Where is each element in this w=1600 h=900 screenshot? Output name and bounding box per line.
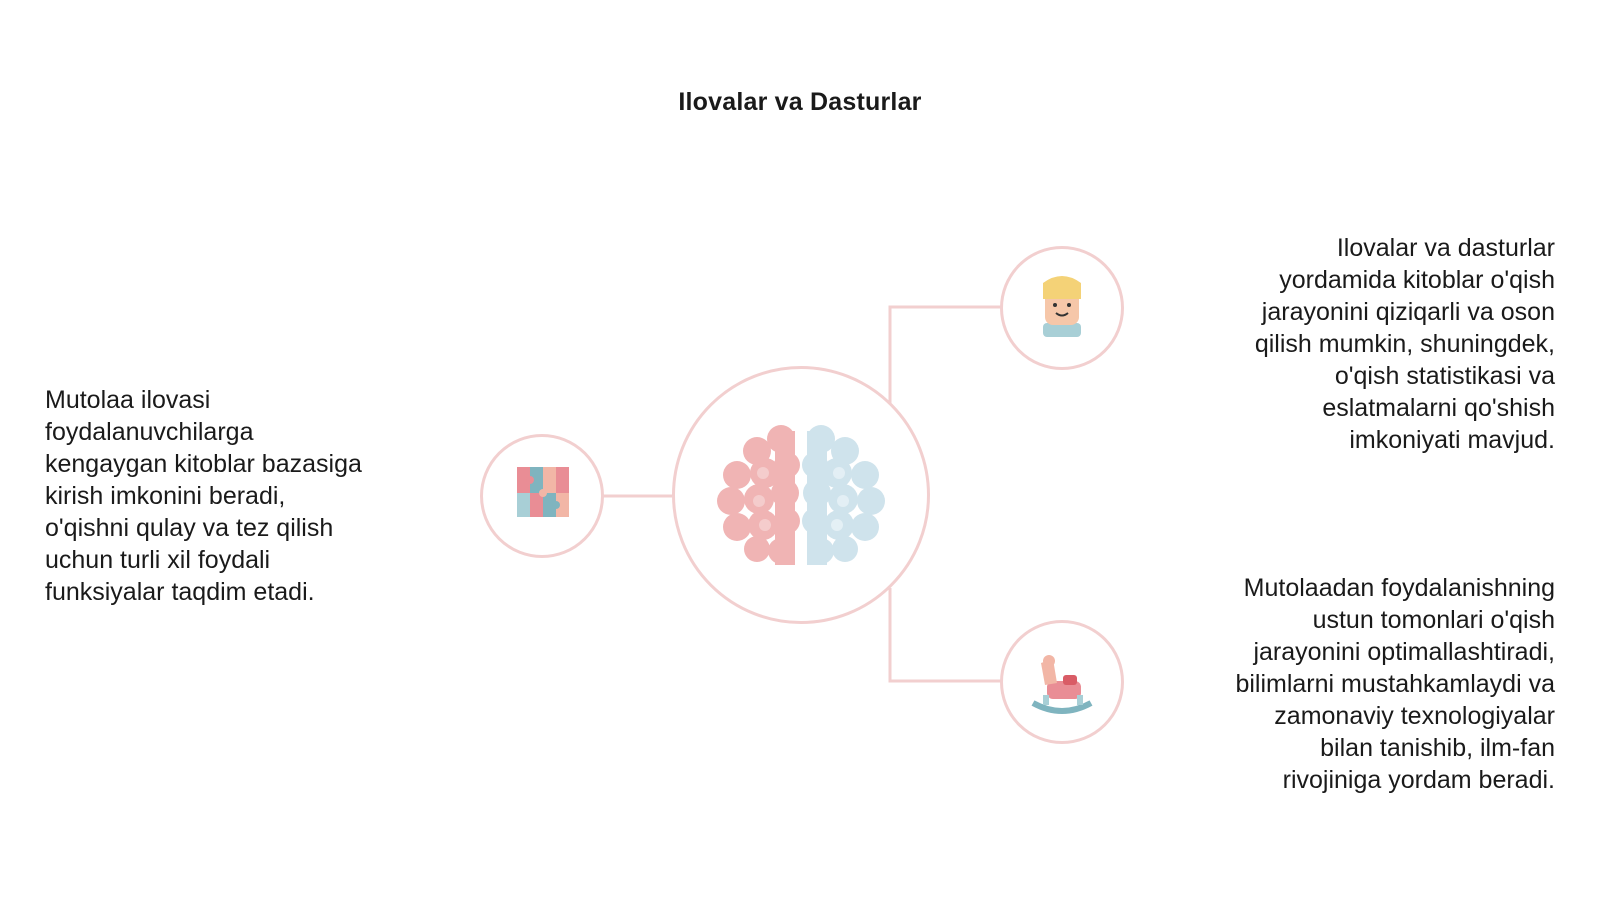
center-node [672,366,930,624]
left-description-line: o'qishni qulay va tez qilish [45,514,334,542]
bottom-right-description-line: ustun tomonlari o'qish [1312,606,1555,634]
left-node [480,434,604,558]
top-right-description-line: jarayonini qiziqarli va oson [1261,298,1555,326]
top-right-description: Ilovalar va dasturlar yordamida kitoblar… [1135,232,1555,456]
bottom-right-description-line: bilan tanishib, ilm-fan [1320,734,1555,762]
bottom-right-description-line: rivojiniga yordam beradi. [1282,766,1555,794]
bottom-right-description-line: Mutolaadan foydalanishning [1243,574,1555,602]
top-right-description-line: eslatmalarni qo'shish [1322,394,1555,422]
top-right-description-line: Ilovalar va dasturlar [1336,234,1555,262]
bottom-right-description-line: jarayonini optimallashtiradi, [1253,638,1555,666]
top-right-description-line: o'qish statistikasi va [1334,362,1555,390]
left-description-line: kirish imkonini beradi, [45,482,286,510]
left-description-line: uchun turli xil foydali [45,546,271,574]
bottom-right-node [1000,620,1124,744]
child-face-icon [1043,276,1081,337]
page-title: Ilovalar va Dasturlar [678,88,922,116]
connector-top-right [888,305,1002,404]
brain-icon [717,425,885,565]
rocking-horse-icon [1031,655,1093,714]
left-description: Mutolaa ilovasi foydalanuvchilarga kenga… [45,384,435,608]
puzzle-icon [517,467,569,517]
top-right-description-line: imkoniyati mavjud. [1349,426,1555,454]
bottom-right-description-line: bilimlarni mustahkamlaydi va [1235,670,1555,698]
bottom-right-description-line: zamonaviy texnologiyalar [1274,702,1555,730]
left-description-line: Mutolaa ilovasi [45,386,211,414]
left-description-line: foydalanuvchilarga [45,418,254,446]
top-right-description-line: yordamida kitoblar o'qish [1279,266,1555,294]
top-right-description-line: qilish mumkin, shuningdek, [1254,330,1555,358]
connector-bottom-right [888,588,1002,683]
left-description-line: kengaygan kitoblar bazasiga [45,450,362,478]
left-description-line: funksiyalar taqdim etadi. [45,578,315,606]
bottom-right-description: Mutolaadan foydalanishning ustun tomonla… [1135,572,1555,796]
top-right-node [1000,246,1124,370]
